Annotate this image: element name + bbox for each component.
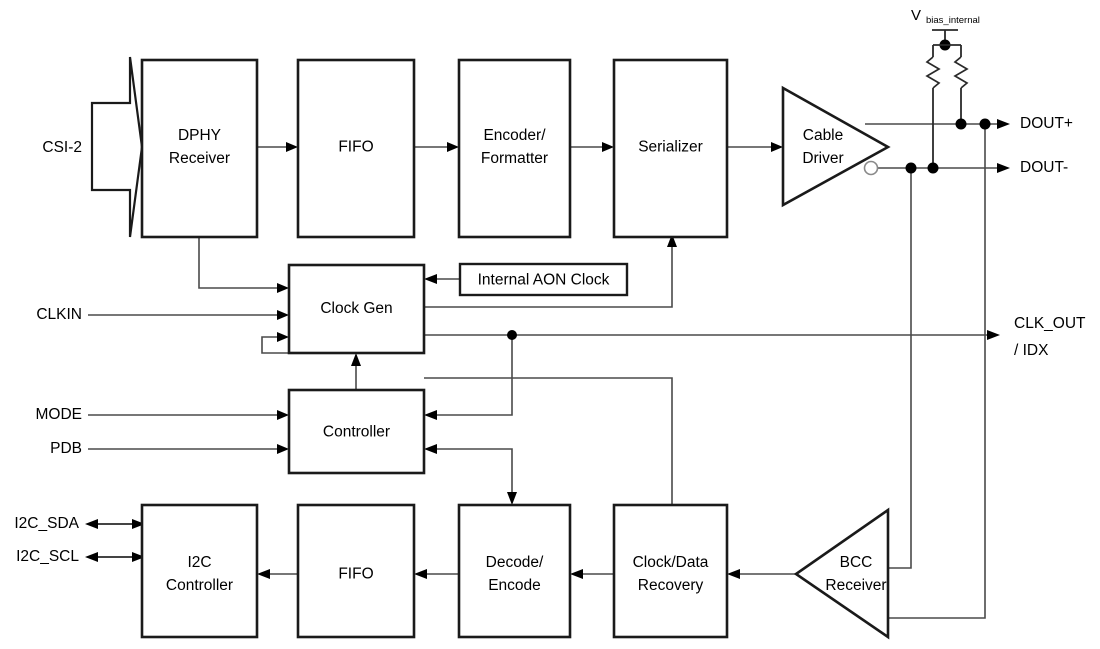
port-label-pdb: PDB	[50, 440, 82, 457]
block-dphy-receiver[interactable]: DPHY Receiver	[140, 58, 259, 239]
block-label-line1: Internal AON Clock	[478, 272, 610, 289]
wire-clkin-to-clockgen	[88, 310, 289, 320]
port-label-dout-plus: DOUT+	[1020, 115, 1073, 132]
vbias-label: V bias_internal	[911, 7, 980, 26]
block-encoder-formatter[interactable]: Encoder/ Formatter	[457, 58, 572, 239]
dout-junction-dots	[905, 118, 991, 174]
wire-mode-to-controller	[88, 410, 289, 420]
block-internal-aon-clock[interactable]: Internal AON Clock	[458, 262, 629, 297]
port-label-clk-out: CLK_OUT	[1014, 315, 1086, 332]
wire-dphy-to-clockgen	[198, 237, 289, 293]
block-controller[interactable]: Controller	[287, 388, 426, 475]
block-label-line1: Decode/	[486, 554, 544, 571]
wire-i2c-sda	[85, 519, 145, 529]
wire-doutp-to-bcc	[888, 124, 986, 619]
wire-clockgen-to-clkout	[424, 330, 1000, 420]
wire-aon-to-clockgen	[424, 274, 460, 284]
block-fifo-bottom[interactable]: FIFO	[296, 503, 416, 639]
block-label-line1: BCC	[840, 554, 873, 571]
wire-doutn-to-bcc	[888, 168, 912, 569]
block-label-line1: FIFO	[338, 139, 373, 156]
wire-fifo-to-encoder	[414, 142, 459, 152]
block-label-line1: DPHY	[178, 127, 221, 144]
block-label-line1: FIFO	[338, 566, 373, 583]
wire-pdb-to-controller	[88, 444, 289, 454]
wire-dphy-to-fifo	[257, 142, 298, 152]
block-label-line2: Encode	[488, 577, 541, 594]
block-serializer[interactable]: Serializer	[612, 58, 729, 239]
block-label-line1: Clock/Data	[633, 554, 709, 571]
vbias-network	[925, 29, 969, 168]
block-label-line1: Encoder/	[483, 127, 546, 144]
port-label-i2c-sda: I2C_SDA	[14, 515, 79, 532]
port-label-i2c-scl: I2C_SCL	[16, 548, 79, 565]
port-label-dout-minus: DOUT-	[1020, 159, 1068, 176]
wire-bcc-to-cdr	[727, 569, 796, 579]
wire-clockgen-to-serializer	[424, 234, 677, 308]
wire-encoder-to-serializer	[570, 142, 614, 152]
port-label-clkin: CLKIN	[36, 306, 82, 323]
block-clock-gen[interactable]: Clock Gen	[287, 263, 426, 355]
block-i2c-controller[interactable]: I2C Controller	[140, 503, 259, 639]
block-label-line2: Recovery	[638, 577, 704, 594]
block-label-line1: I2C	[187, 554, 211, 571]
block-label-line2: Receiver	[169, 150, 230, 167]
wire-cdr-to-clockgen-loop	[424, 377, 673, 505]
vbias-label-main: V	[911, 7, 921, 24]
block-label-line2: Controller	[166, 577, 233, 594]
wire-decode-to-fifobot	[414, 569, 459, 579]
block-clock-data-recovery[interactable]: Clock/Data Recovery	[612, 503, 729, 639]
block-fifo-top[interactable]: FIFO	[296, 58, 416, 239]
block-decode-encode[interactable]: Decode/ Encode	[457, 503, 572, 639]
port-label-mode: MODE	[36, 406, 83, 423]
wire-serializer-to-cabledriver	[727, 142, 783, 152]
block-label-line1: Serializer	[638, 139, 703, 156]
wire-cdr-to-decode	[570, 569, 614, 579]
block-label-line2: Formatter	[481, 150, 548, 167]
block-label-line1: Controller	[323, 424, 390, 441]
vbias-label-subscript: bias_internal	[926, 15, 980, 26]
block-label-line1: Clock Gen	[320, 300, 392, 317]
wire-csi2-bus	[90, 56, 144, 238]
port-label-idx: / IDX	[1014, 342, 1049, 359]
block-bcc-receiver[interactable]: BCC Receiver	[793, 507, 890, 640]
wire-controller-to-clockgen	[351, 353, 361, 390]
block-label-line2: Driver	[802, 150, 843, 167]
block-label-line2: Receiver	[825, 577, 886, 594]
block-cable-driver[interactable]: Cable Driver	[781, 85, 891, 208]
wire-i2c-scl	[85, 552, 145, 562]
port-label-csi2: CSI-2	[42, 139, 82, 156]
wire-controller-to-decode	[424, 444, 517, 505]
block-label-line1: Cable	[803, 127, 844, 144]
wire-fifobot-to-i2c	[257, 569, 298, 579]
